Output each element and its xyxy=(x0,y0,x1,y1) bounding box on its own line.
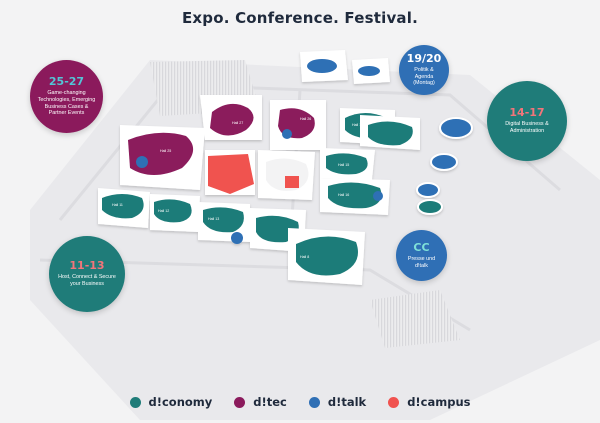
callout-convention-center[interactable]: CC Presse und d!talk xyxy=(396,230,447,281)
talk-stages xyxy=(416,117,473,215)
legend-item-dicampus: d!campus xyxy=(388,395,471,409)
callout-number: 19/20 xyxy=(406,52,442,66)
legend-item-ditalk: d!talk xyxy=(308,395,367,409)
svg-text:Hall 16: Hall 16 xyxy=(338,193,349,197)
callout-halls-25-27[interactable]: 25-27 Game-changing Technologies, Emergi… xyxy=(30,60,103,133)
svg-text:Hall 13: Hall 13 xyxy=(208,217,219,221)
callout-number: CC xyxy=(413,240,430,254)
hall-grid xyxy=(98,95,420,285)
legend-label: d!talk xyxy=(327,395,367,409)
legend-item-ditec: d!tec xyxy=(234,395,287,409)
legend-dot-icon xyxy=(308,396,320,408)
callout-number: 25-27 xyxy=(48,75,85,89)
legend-item-diconomy: d!conomy xyxy=(129,395,213,409)
svg-text:Hall 27: Hall 27 xyxy=(232,121,243,125)
svg-text:Hall 11: Hall 11 xyxy=(112,203,123,207)
callout-halls-14-17[interactable]: 14-17 Digital Business & Administration xyxy=(487,81,567,161)
callout-text: Politik & Agenda (Montag) xyxy=(413,67,435,87)
hall-group-top xyxy=(300,50,390,84)
svg-text:Hall 26: Hall 26 xyxy=(300,117,311,121)
callout-halls-11-13[interactable]: 11-13 Host, Connect & Secure your Busine… xyxy=(49,236,125,312)
legend-dot-icon xyxy=(388,396,400,408)
callout-text: Presse und d!talk xyxy=(407,255,436,269)
svg-text:Hall 25: Hall 25 xyxy=(160,149,171,153)
legend-label: d!campus xyxy=(407,395,471,409)
svg-text:Hall 15: Hall 15 xyxy=(338,163,349,167)
callout-text: Host, Connect & Secure your Business xyxy=(58,274,116,287)
legend: d!conomy d!tec d!talk d!campus xyxy=(0,395,600,409)
callout-halls-19-20[interactable]: 19/20 Politik & Agenda (Montag) xyxy=(399,45,449,95)
svg-text:Hall 12: Hall 12 xyxy=(158,209,169,213)
legend-dot-icon xyxy=(129,396,141,408)
svg-text:Hall 17: Hall 17 xyxy=(352,123,363,127)
legend-label: d!tec xyxy=(253,395,287,409)
svg-text:Hall 8: Hall 8 xyxy=(300,255,309,259)
callout-text: Digital Business & Administration xyxy=(505,121,549,134)
page-title: Expo. Conference. Festival. xyxy=(181,9,418,27)
callout-number: 14-17 xyxy=(509,106,545,120)
legend-label: d!conomy xyxy=(148,395,213,409)
callout-text: Game-changing Technologies, Emerging Bus… xyxy=(37,90,96,117)
callout-number: 11-13 xyxy=(69,259,105,273)
hall-labels: Hall 25 Hall 27 Hall 26 Hall 17 Hall 11 … xyxy=(112,117,363,259)
legend-dot-icon xyxy=(234,396,246,408)
